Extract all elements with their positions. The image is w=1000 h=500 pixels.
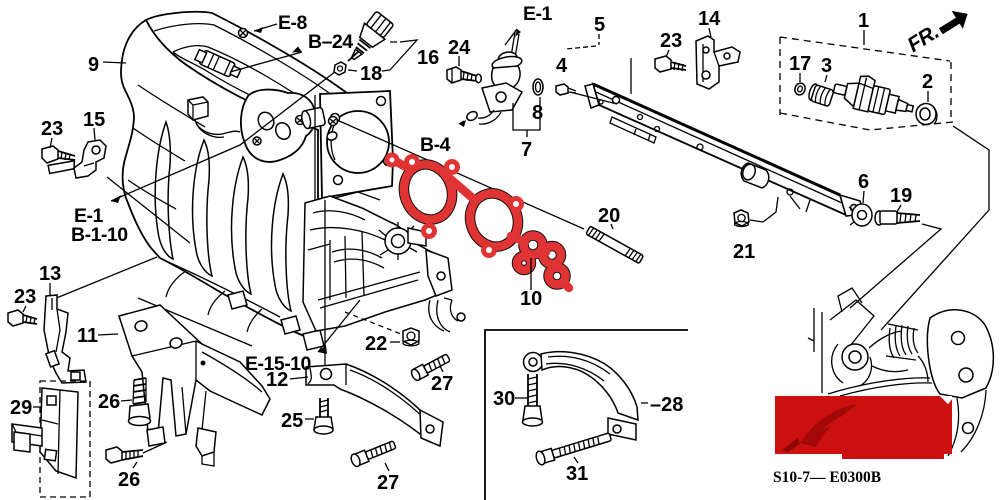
svg-text:12: 12 — [266, 369, 288, 391]
svg-text:B-4: B-4 — [420, 134, 451, 156]
svg-text:17: 17 — [789, 53, 811, 75]
svg-text:23: 23 — [14, 286, 36, 308]
svg-text:20: 20 — [598, 205, 620, 227]
svg-text:–28: –28 — [650, 394, 683, 416]
svg-text:15: 15 — [83, 109, 105, 131]
svg-text:9: 9 — [88, 54, 99, 76]
svg-text:13: 13 — [39, 263, 61, 285]
svg-text:4: 4 — [556, 55, 568, 77]
svg-text:E-1: E-1 — [523, 3, 553, 25]
svg-text:22: 22 — [365, 333, 387, 355]
svg-text:14: 14 — [698, 8, 721, 30]
svg-text:21: 21 — [733, 241, 755, 263]
svg-text:6: 6 — [858, 171, 869, 193]
svg-text:26: 26 — [118, 469, 140, 491]
svg-text:E-8: E-8 — [278, 12, 308, 34]
svg-text:2: 2 — [922, 71, 933, 93]
svg-text:B–24: B–24 — [308, 31, 353, 53]
svg-text:18: 18 — [360, 63, 382, 85]
svg-text:23: 23 — [41, 118, 63, 140]
svg-text:10: 10 — [520, 288, 542, 310]
svg-text:19: 19 — [890, 185, 912, 207]
svg-text:16: 16 — [417, 47, 439, 69]
svg-text:29: 29 — [10, 397, 32, 419]
svg-text:S10-7— E0300B: S10-7— E0300B — [773, 469, 881, 486]
svg-text:11: 11 — [77, 325, 98, 347]
svg-text:E-15-10: E-15-10 — [245, 353, 312, 375]
svg-text:24: 24 — [448, 37, 471, 59]
svg-text:1: 1 — [858, 10, 869, 32]
svg-text:7: 7 — [521, 139, 532, 161]
svg-text:25: 25 — [281, 410, 303, 432]
svg-text:B-1-10: B-1-10 — [71, 224, 128, 246]
svg-text:3: 3 — [821, 55, 832, 77]
svg-text:30: 30 — [493, 388, 515, 410]
svg-text:31: 31 — [566, 463, 588, 485]
svg-text:27: 27 — [431, 373, 453, 395]
svg-text:E-1: E-1 — [74, 205, 104, 227]
svg-text:8: 8 — [532, 102, 543, 124]
svg-text:5: 5 — [594, 14, 605, 36]
svg-text:26: 26 — [98, 391, 120, 413]
svg-text:27: 27 — [377, 472, 399, 494]
svg-text:23: 23 — [660, 30, 682, 52]
